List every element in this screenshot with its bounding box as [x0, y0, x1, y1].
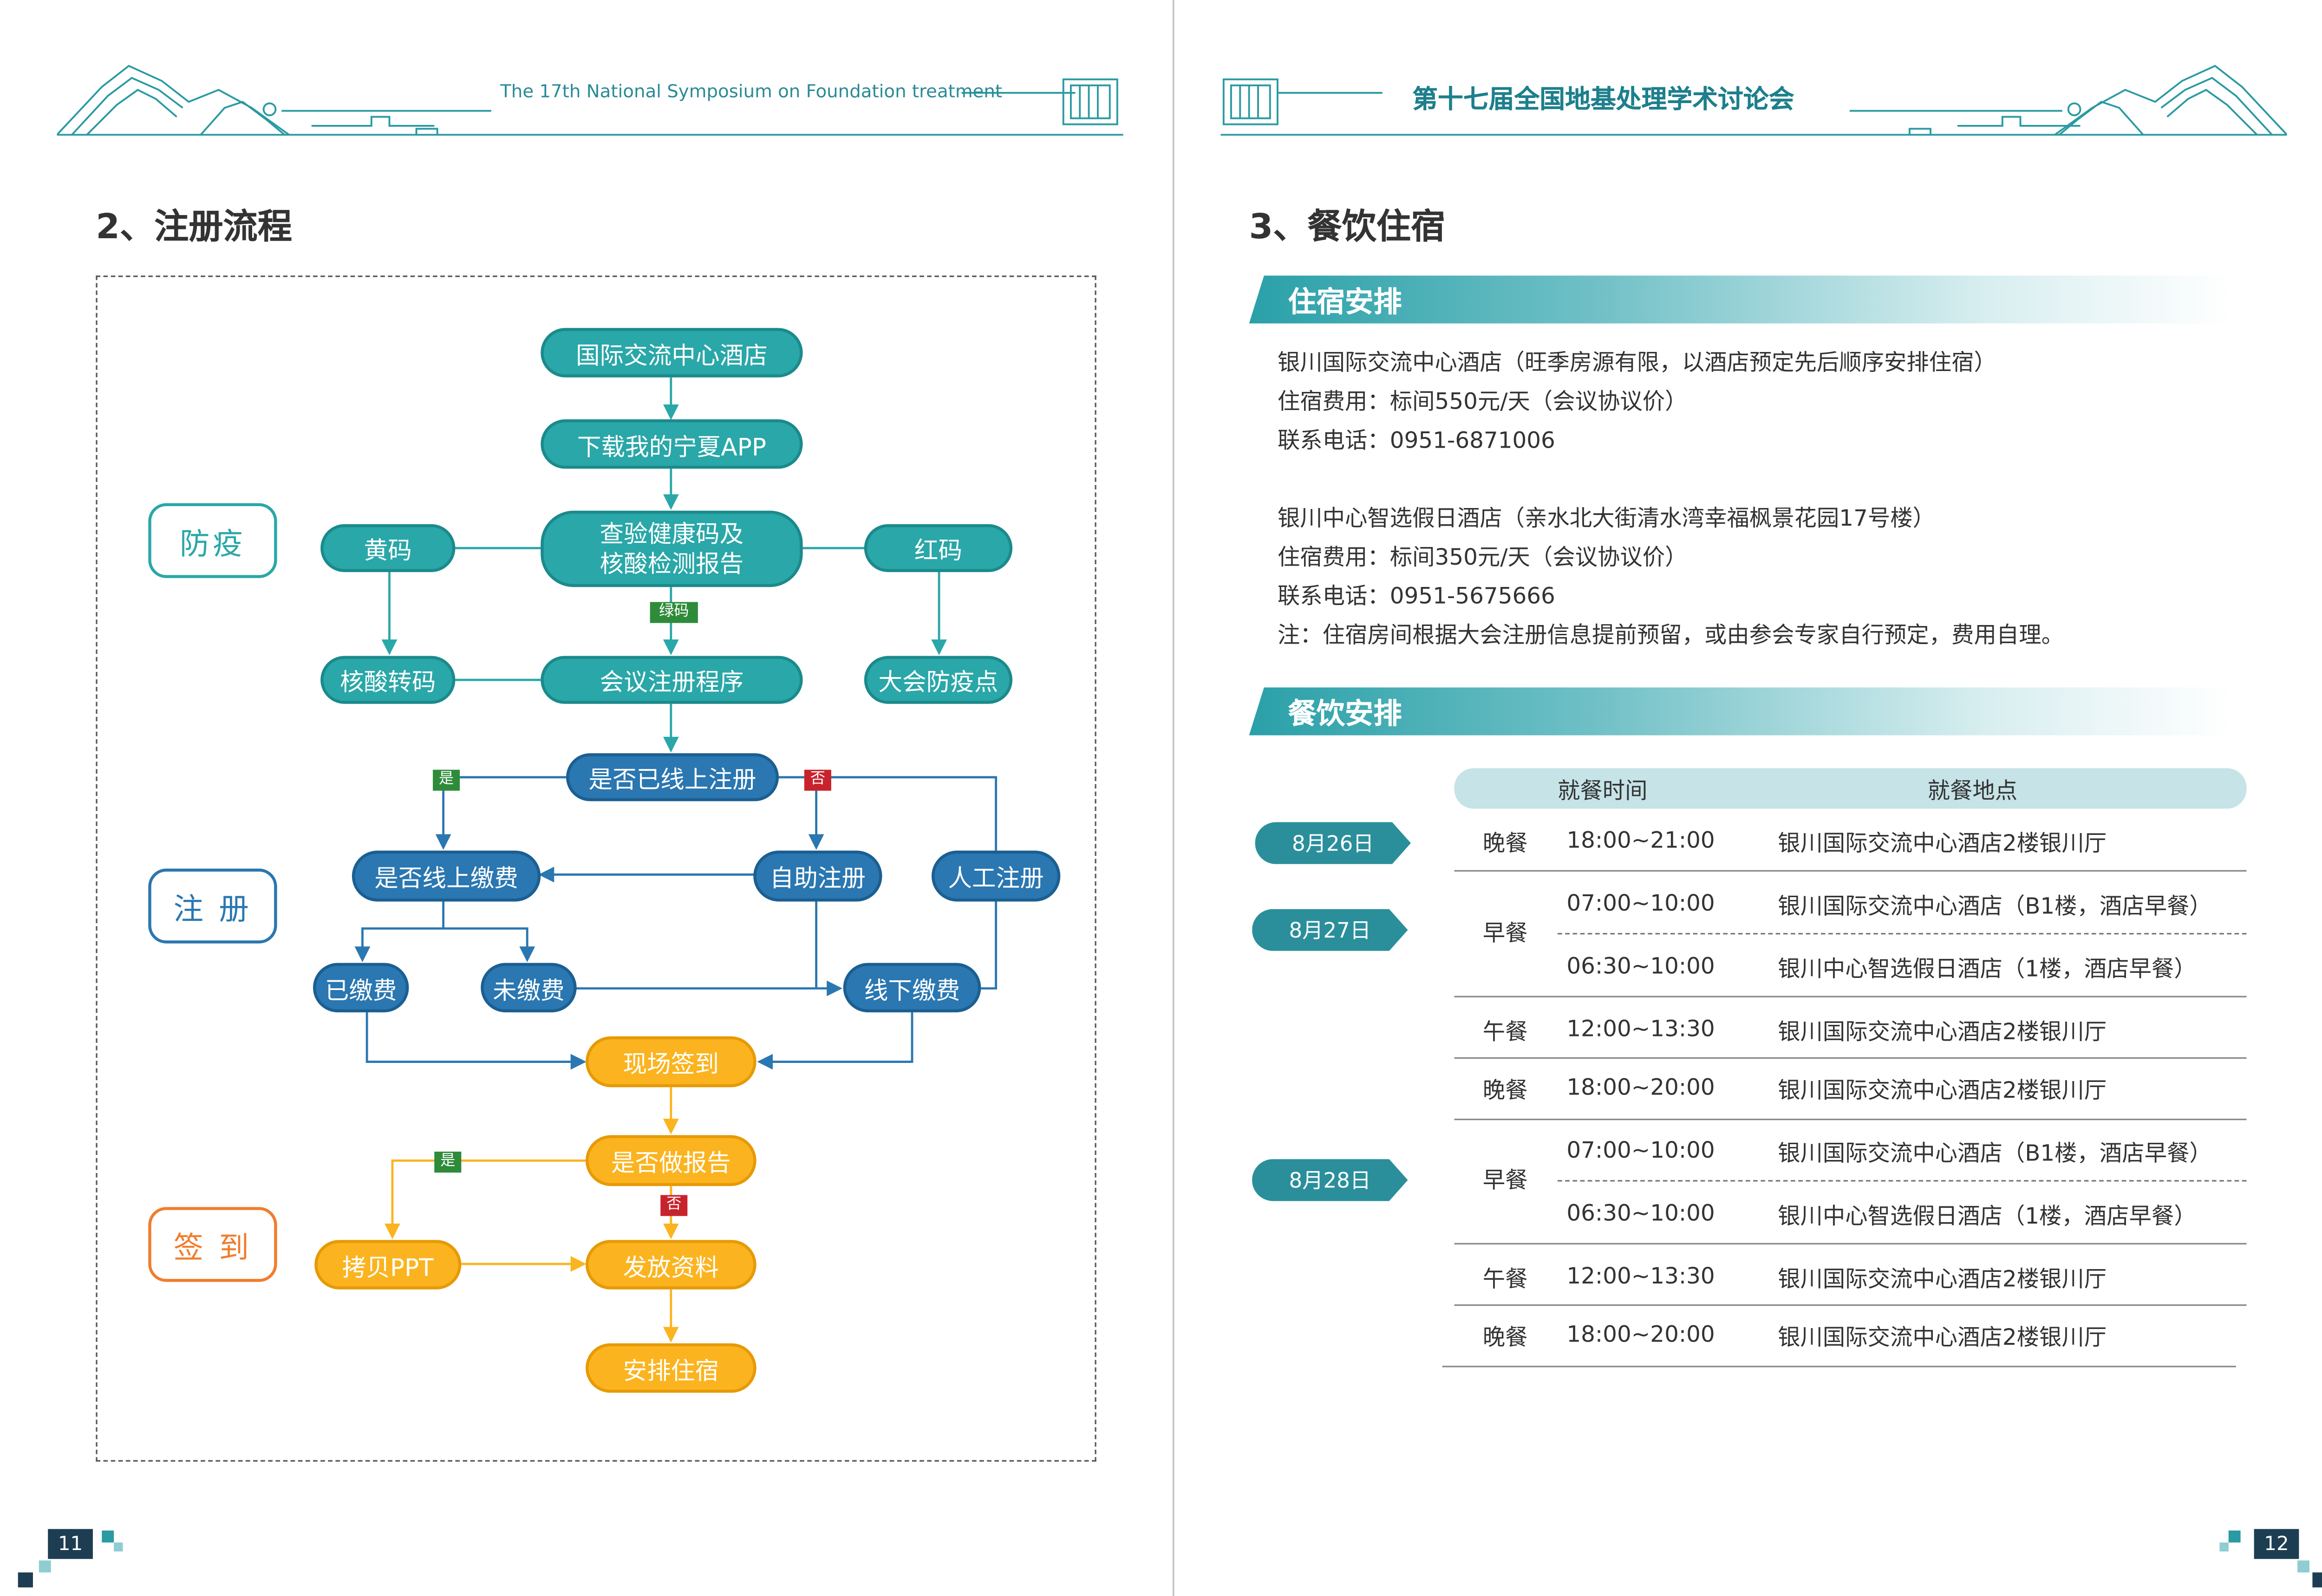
meal-time: 07:00~10:00	[1566, 1136, 1715, 1164]
meal-place: 银川国际交流中心酒店2楼银川厅	[1778, 1323, 2107, 1351]
table-row-divider	[1454, 870, 2247, 872]
col-header-time: 就餐时间	[1558, 777, 1648, 804]
node-red-code: 红码	[864, 524, 1013, 572]
meal-time: 18:00~21:00	[1566, 827, 1715, 854]
meal-type: 午餐	[1482, 1018, 1528, 1046]
lodging-line: 联系电话：0951-6871006	[1277, 427, 1555, 454]
node-download-app: 下载我的宁夏APP	[541, 419, 803, 469]
page-number-decoration-left	[18, 1530, 123, 1588]
col-header-place: 就餐地点	[1927, 777, 2018, 804]
header-chinese-title: 第十七届全国地基处理学术讨论会	[1412, 85, 1794, 116]
lodging-heading: 住宿安排	[1288, 286, 1402, 319]
stage-label-checkin: 签 到	[148, 1207, 277, 1282]
table-row-divider	[1454, 1057, 2247, 1059]
meal-time: 18:00~20:00	[1566, 1321, 1715, 1348]
dining-heading-band: 餐饮安排	[1249, 687, 2232, 736]
left-header-decoration	[57, 65, 1123, 136]
header-english-title: The 17th National Symposium on Foundatio…	[500, 81, 1003, 102]
table-row-divider	[1454, 1119, 2247, 1120]
page-number-left: 11	[48, 1529, 93, 1559]
meal-place: 银川国际交流中心酒店2楼银川厅	[1778, 829, 2107, 857]
node-onsite-checkin: 现场签到	[585, 1036, 757, 1088]
meal-place: 银川中心智选假日酒店（1楼，酒店早餐）	[1778, 1202, 2197, 1230]
tag-no-registered: 否	[804, 769, 831, 791]
stage-label-epidemic: 防疫	[148, 503, 277, 578]
node-offline-payment: 线下缴费	[843, 963, 981, 1013]
meal-type: 晚餐	[1482, 1076, 1528, 1104]
meal-type: 晚餐	[1482, 1323, 1528, 1351]
lodging-heading-band: 住宿安排	[1249, 275, 2232, 324]
table-row-divider-dashed	[1558, 933, 2247, 935]
lodging-line: 联系电话：0951-5675666	[1277, 582, 1555, 610]
table-row-divider-dashed	[1558, 1180, 2247, 1182]
lodging-line: 银川中心智选假日酒店（亲水北大街清水湾幸福枫景花园17号楼）	[1277, 504, 1936, 532]
meal-time: 06:30~10:00	[1566, 952, 1715, 980]
lodging-note: 注：住宿房间根据大会注册信息提前预留，或由参会专家自行预定，费用自理。	[1277, 621, 2064, 649]
right-header-decoration	[1220, 65, 2287, 136]
table-row-divider	[1454, 996, 2247, 997]
node-epidemic-point: 大会防疫点	[864, 656, 1013, 704]
tag-no-report: 否	[660, 1195, 688, 1216]
tag-yes-registered: 是	[433, 769, 460, 791]
meal-place: 银川国际交流中心酒店（B1楼，酒店早餐）	[1778, 892, 2212, 920]
stage-label-registration: 注 册	[148, 868, 277, 944]
page-number-decoration-right	[2219, 1530, 2322, 1588]
table-bottom-line	[1442, 1366, 2236, 1368]
registration-section-title: 2、注册流程	[96, 208, 292, 248]
date-badge: 8月27日	[1252, 909, 1408, 951]
page-spine	[1173, 0, 1174, 1596]
node-distribute-materials: 发放资料	[585, 1240, 757, 1290]
meal-place: 银川国际交流中心酒店2楼银川厅	[1778, 1076, 2107, 1104]
flowchart-connectors	[354, 377, 998, 1343]
meal-time: 12:00~13:30	[1566, 1015, 1715, 1042]
meal-type: 晚餐	[1482, 829, 1528, 857]
tag-green-code: 绿码	[650, 602, 698, 623]
table-row-divider	[1454, 1304, 2247, 1306]
meal-time: 18:00~20:00	[1566, 1074, 1715, 1101]
node-online-registered: 是否已线上注册	[566, 753, 779, 801]
dining-heading: 餐饮安排	[1288, 697, 1402, 731]
date-badge: 8月28日	[1252, 1159, 1408, 1201]
meal-type: 早餐	[1482, 919, 1528, 947]
table-row-divider	[1454, 1243, 2247, 1244]
tag-yes-report: 是	[434, 1152, 462, 1173]
date-badge: 8月26日	[1255, 822, 1411, 864]
node-nucleic-conversion: 核酸转码	[320, 656, 456, 704]
node-conference-registration: 会议注册程序	[541, 656, 803, 704]
node-manual-registration: 人工注册	[931, 850, 1061, 902]
meal-place: 银川国际交流中心酒店2楼银川厅	[1778, 1265, 2107, 1293]
node-self-registration: 自助注册	[753, 850, 882, 902]
dining-table-header	[1454, 768, 2247, 809]
node-paid: 已缴费	[313, 963, 409, 1013]
meal-type: 午餐	[1482, 1265, 1528, 1293]
dining-lodging-section-title: 3、餐饮住宿	[1249, 208, 1446, 248]
meal-time: 06:30~10:00	[1566, 1199, 1715, 1227]
node-unpaid: 未缴费	[481, 963, 577, 1013]
node-hotel: 国际交流中心酒店	[541, 328, 803, 378]
node-health-check: 查验健康码及 核酸检测报告	[541, 510, 803, 587]
meal-time: 07:00~10:00	[1566, 889, 1715, 917]
page-number-right: 12	[2254, 1529, 2299, 1559]
meal-time: 12:00~13:30	[1566, 1262, 1715, 1290]
meal-place: 银川中心智选假日酒店（1楼，酒店早餐）	[1778, 955, 2197, 983]
lodging-line: 银川国际交流中心酒店（旺季房源有限，以酒店预定先后顺序安排住宿）	[1277, 349, 1996, 376]
lodging-line: 住宿费用：标间350元/天（会议协议价）	[1277, 543, 1688, 571]
node-give-report: 是否做报告	[585, 1135, 757, 1186]
node-online-payment: 是否线上缴费	[352, 850, 541, 902]
node-arrange-lodging: 安排住宿	[585, 1343, 757, 1393]
node-copy-ppt: 拷贝PPT	[314, 1240, 462, 1290]
node-yellow-code: 黄码	[320, 524, 456, 572]
lodging-line: 住宿费用：标间550元/天（会议协议价）	[1277, 388, 1688, 415]
flowchart-frame	[96, 275, 1096, 1462]
meal-place: 银川国际交流中心酒店2楼银川厅	[1778, 1018, 2107, 1046]
meal-place: 银川国际交流中心酒店（B1楼，酒店早餐）	[1778, 1140, 2212, 1167]
meal-type: 早餐	[1482, 1166, 1528, 1194]
